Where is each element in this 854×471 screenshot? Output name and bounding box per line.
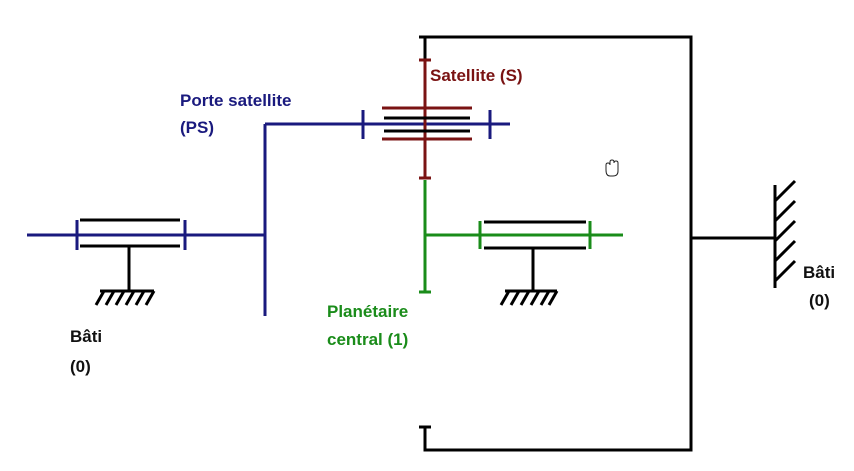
satellite-bearing [384,116,470,133]
label-bati-right-line2: (0) [809,291,830,310]
label-bati-right-line1: Bâti [803,263,835,282]
label-bati-left-line2: (0) [70,357,91,376]
left-bearing [80,218,180,290]
bati-right-ground [773,179,797,288]
bati-left-ground [94,289,156,306]
label-porte-satellite-line1: Porte satellite [180,91,292,110]
outer-frame [419,35,775,452]
label-bati-left-line1: Bâti [70,327,102,346]
bati-middle-ground [499,289,559,306]
hand-cursor-icon [605,159,619,177]
label-planetaire-line2: central (1) [327,330,408,349]
right-bearing [484,220,586,290]
label-satellite: Satellite (S) [430,66,523,85]
label-planetaire-line1: Planétaire [327,302,408,321]
porte-satellite-shaft [27,110,510,316]
planetaire-central [419,180,623,294]
label-porte-satellite-line2: (PS) [180,118,214,137]
